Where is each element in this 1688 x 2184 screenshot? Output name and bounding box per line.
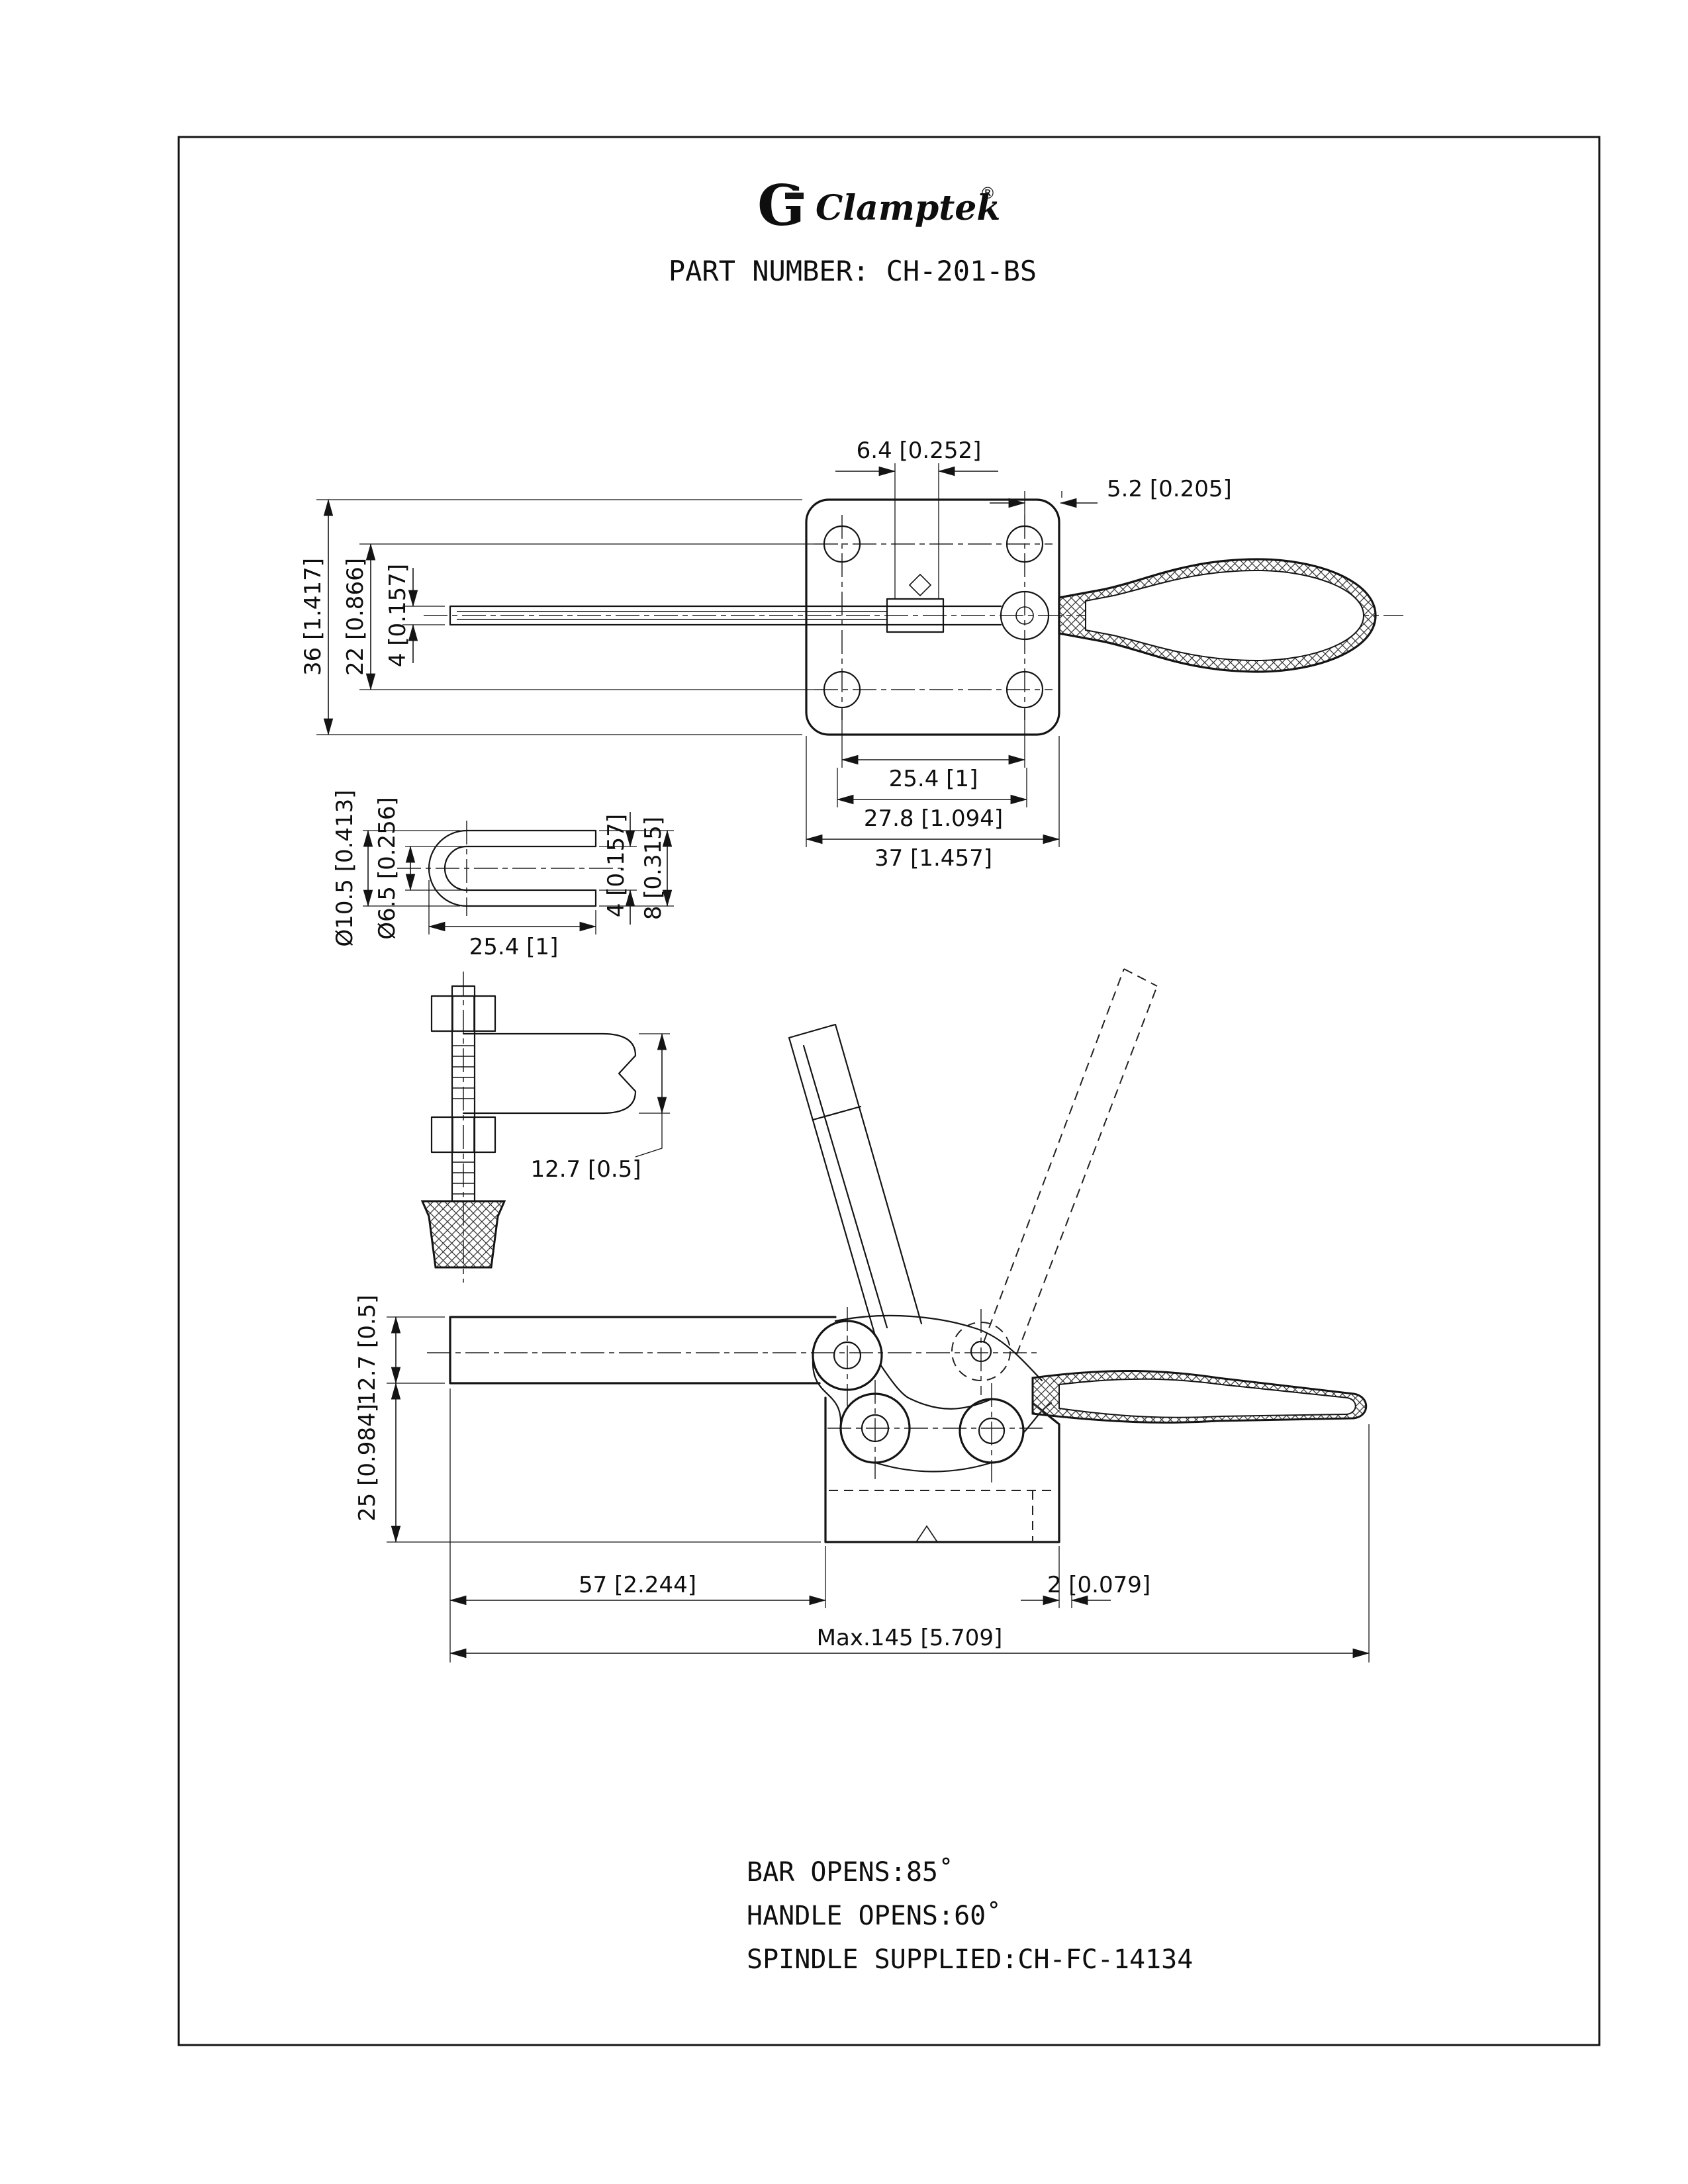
mounting-hole	[1006, 670, 1044, 709]
ext-line	[387, 1316, 821, 1543]
handle-phantom-position	[983, 968, 1158, 1355]
dim-5-2-label: 5.2 [0.205]	[1107, 476, 1232, 502]
mounting-hole	[1006, 525, 1044, 563]
dim-27-8-label: 27.8 [1.094]	[864, 805, 1003, 832]
handle-grip-core	[1085, 569, 1365, 662]
rubber-foot	[420, 1200, 506, 1269]
clevis-outer	[428, 829, 597, 907]
dim-37-label: 37 [1.457]	[874, 845, 992, 872]
dim-6-4-label: 6.4 [0.252]	[857, 437, 982, 464]
leader-line	[635, 1113, 663, 1158]
registered-mark: ®	[980, 184, 996, 203]
handle-closed-core	[1058, 1378, 1356, 1418]
base-hidden-lines	[829, 1490, 1056, 1541]
top-view: 6.4 [0.252] 5.2 [0.205] 36 [1.417] 22 [0…	[300, 437, 1403, 872]
handle-pivot-rivet	[970, 1340, 992, 1363]
dim-57-label: 57 [2.244]	[579, 1572, 696, 1598]
brand-name: Clamptek	[816, 188, 1000, 228]
linkage-left-edge	[812, 1359, 842, 1426]
dim-2-label: 2 [0.079]	[1047, 1572, 1150, 1598]
spindle-bracket	[886, 598, 945, 633]
handle-open-position	[788, 1023, 923, 1337]
ext-line	[806, 709, 1060, 847]
pivot-rivet	[978, 1417, 1006, 1445]
pivot-rivet	[833, 1341, 862, 1370]
u-bar-slot	[457, 611, 887, 620]
dim-od-label: Ø10.5 [0.413]	[332, 790, 358, 946]
centerline	[397, 821, 622, 916]
pivot-circle	[839, 1392, 911, 1464]
ext-line	[449, 1388, 1370, 1662]
dim-25-4-label: 25.4 [1]	[889, 766, 978, 792]
ext-line	[363, 830, 463, 907]
note-bar-opens: BAR OPENS:85˚	[747, 1857, 954, 1888]
lever-top-edge	[834, 1314, 1043, 1382]
bar-cross-section	[462, 1032, 637, 1115]
note-spindle-supplied: SPINDLE SUPPLIED:CH-FC-14134	[747, 1944, 1193, 1975]
spindle-rod	[451, 985, 476, 1203]
rivet-mark	[908, 573, 932, 597]
dim-25-4-clevis-label: 25.4 [1]	[469, 934, 559, 960]
dim-12-7-spindle-label: 12.7 [0.5]	[530, 1156, 641, 1183]
hex-nut-facets	[452, 996, 475, 1031]
clevis-inner	[444, 845, 597, 891]
hex-nut	[430, 1116, 496, 1154]
dim-8-label: 8 [0.315]	[640, 817, 667, 920]
dim-4-label: 4 [0.157]	[385, 564, 411, 667]
dim-22-label: 22 [0.866]	[342, 558, 369, 676]
datum-triangle	[915, 1525, 939, 1543]
thread-lines	[452, 1045, 475, 1195]
hex-nut-facets	[452, 1117, 475, 1152]
linkage-bottom-edge	[874, 1461, 993, 1473]
dim-12-7-side-label: 12.7 [0.5]	[354, 1295, 381, 1405]
notes-block: BAR OPENS:85˚ HANDLE OPENS:60˚ SPINDLE S…	[747, 1857, 1193, 1975]
ext-line	[316, 499, 814, 735]
dim-id-label: Ø6.5 [0.256]	[374, 797, 400, 940]
pivot-rivet	[861, 1414, 890, 1443]
spindle-view: 12.7 [0.5]	[420, 972, 670, 1283]
pivot-circle-hidden	[951, 1322, 1011, 1381]
clevis-view: Ø10.5 [0.413] Ø6.5 [0.256] 25.4 [1] 4 [0…	[332, 790, 674, 960]
clamptek-logo-icon: G	[757, 173, 805, 238]
base-plate	[805, 498, 1060, 736]
side-view: 12.7 [0.5] 25 [0.984] 57 [2.244] 2 [0.07…	[354, 968, 1370, 1662]
mounting-hole	[823, 525, 861, 563]
dim-36-label: 36 [1.417]	[300, 558, 326, 676]
dim-max-145-label: Max.145 [5.709]	[817, 1625, 1003, 1651]
note-handle-opens: HANDLE OPENS:60˚	[747, 1901, 1002, 1931]
dim-25-label: 25 [0.984]	[354, 1404, 381, 1522]
ext-line	[894, 463, 939, 599]
pivot-boss-inner	[1015, 606, 1034, 625]
sheet-border	[177, 136, 1601, 2046]
part-number: PART NUMBER: CH-201-BS	[669, 255, 1037, 287]
ext-line	[639, 1033, 670, 1114]
hex-nut	[430, 995, 496, 1032]
pivot-boss	[1000, 590, 1050, 641]
mounting-hole	[823, 670, 861, 709]
header-block: G Clamptek ® PART NUMBER: CH-201-BS	[669, 173, 1037, 287]
dim-4-clevis-label: 4 [0.157]	[603, 814, 630, 917]
mounting-base	[824, 1396, 1060, 1543]
pivot-circle	[959, 1398, 1025, 1464]
clamp-bar	[449, 1316, 837, 1385]
centerlines	[427, 1307, 1043, 1482]
pivot-circle	[812, 1320, 883, 1391]
u-bar	[449, 605, 1002, 626]
